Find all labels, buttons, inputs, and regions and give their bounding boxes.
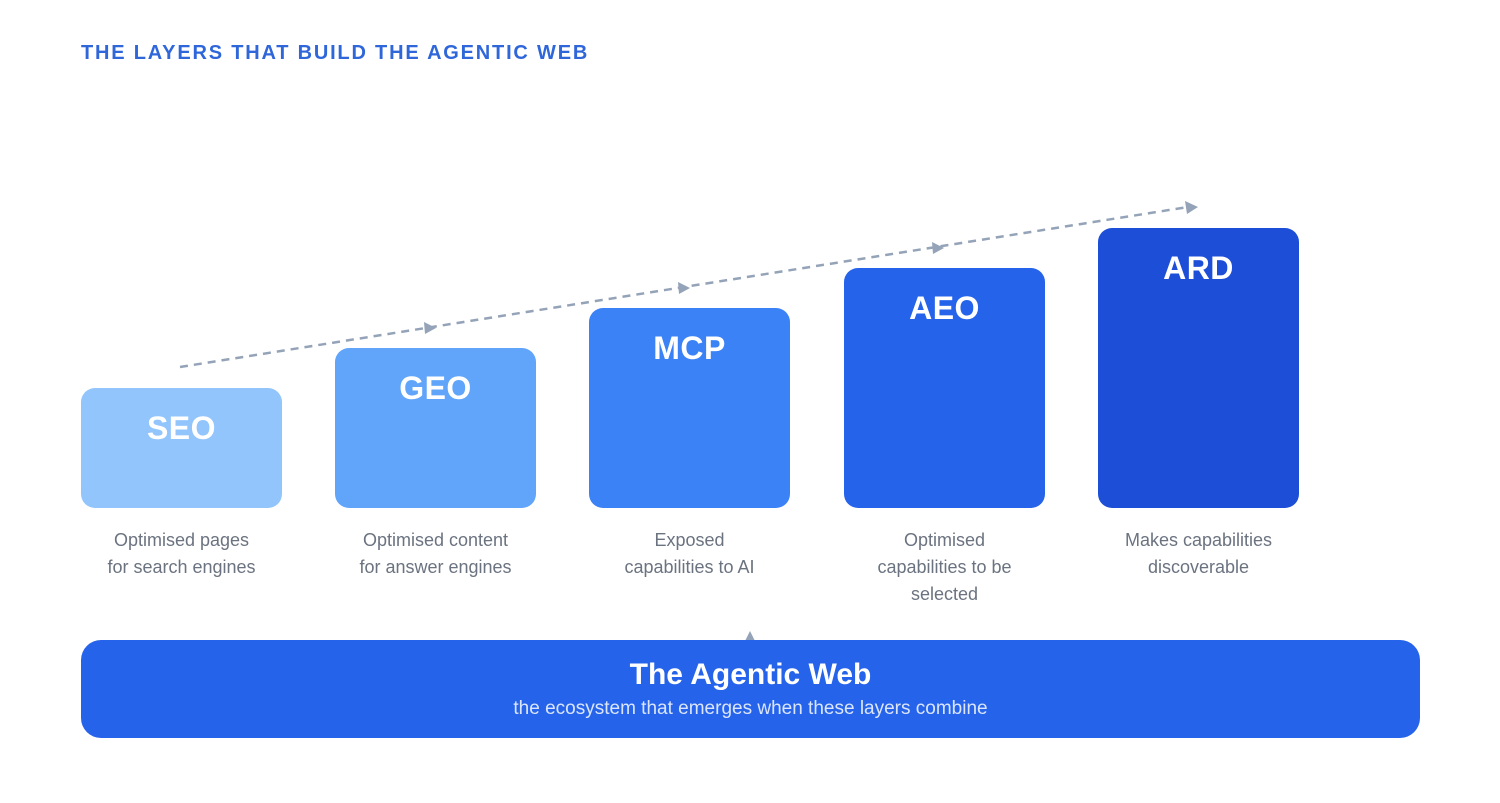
progression-arrowhead-2 xyxy=(678,282,690,294)
layer-description-line: for answer engines xyxy=(359,557,512,577)
agentic-web-title: The Agentic Web xyxy=(629,658,872,691)
layer-name: GEO xyxy=(399,370,472,406)
layer-box-aeo: AEO xyxy=(844,268,1045,508)
layer-box-seo: SEO xyxy=(81,388,282,508)
layer-description-line: Optimised content xyxy=(362,530,509,550)
layer-description-line: capabilities to be xyxy=(877,557,1012,577)
layer-description-mcp: Exposed capabilities to AI xyxy=(589,527,790,581)
layer-box-mcp: MCP xyxy=(589,308,790,508)
agentic-web-subtitle: the ecosystem that emerges when these la… xyxy=(513,698,988,719)
layer-description-line: for search engines xyxy=(107,557,256,577)
progression-arrowhead-4 xyxy=(1185,201,1198,214)
agentic-web-panel: The Agentic Web the ecosystem that emerg… xyxy=(81,640,1420,738)
diagram-heading: THE LAYERS THAT BUILD THE AGENTIC WEB xyxy=(81,42,590,64)
layer-name: MCP xyxy=(653,330,726,366)
layer-description-line: Makes capabilities xyxy=(1124,530,1273,550)
layer-name: ARD xyxy=(1163,250,1234,286)
layer-description-line: Optimised pages xyxy=(113,530,250,550)
layer-description-line: Exposed xyxy=(654,530,725,550)
progression-arrowhead-1 xyxy=(424,322,436,334)
progression-arrowhead-3 xyxy=(932,242,944,254)
layer-description-aeo: Optimised capabilities to be selected xyxy=(844,527,1045,608)
layer-description-line: Optimised xyxy=(903,530,986,550)
layer-description-seo: Optimised pages for search engines xyxy=(81,527,282,581)
layer-description-line: selected xyxy=(910,584,979,604)
layer-description-line: capabilities to AI xyxy=(624,557,755,577)
layer-description-ard: Makes capabilities discoverable xyxy=(1098,527,1299,581)
layer-description-line: discoverable xyxy=(1147,557,1250,577)
layer-name: AEO xyxy=(909,290,980,326)
layer-box-ard: ARD xyxy=(1098,228,1299,508)
layer-description-geo: Optimised content for answer engines xyxy=(335,527,536,581)
layer-box-geo: GEO xyxy=(335,348,536,508)
layer-name: SEO xyxy=(146,410,217,446)
